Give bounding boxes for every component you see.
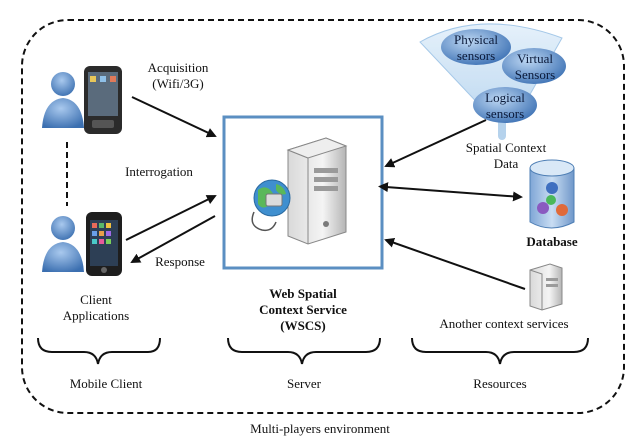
acquisition-label: Acquisition (Wifi/3G) (128, 60, 228, 92)
another-services-label: Another context services (439, 316, 569, 331)
wscs-label: Web Spatial Context Service (WSCS) (234, 286, 372, 334)
physical-sensors-label: Physical sensors (441, 32, 511, 64)
iphone-icon (86, 212, 122, 276)
response-label: Response (155, 254, 205, 269)
logical-line-2: sensors (485, 106, 525, 121)
acquisition-line-1: Acquisition (147, 60, 209, 75)
globe-network-icon (251, 179, 291, 232)
virtual-line-1: Virtual (516, 51, 554, 66)
person-icon (42, 72, 84, 128)
database-icon (529, 159, 575, 229)
interrogation-label: Interrogation (125, 164, 193, 179)
spatial-data-arrow (384, 119, 487, 168)
client-apps-line-2: Applications (62, 308, 130, 323)
spatial-line-2: Data (493, 156, 519, 171)
database-label: Database (526, 234, 578, 249)
wscs-line-2: Context Service (259, 302, 347, 317)
context-service-arrow (384, 237, 526, 290)
logical-sensors-bubble (473, 87, 537, 123)
logical-sensors-label: Logical sensors (470, 90, 540, 122)
client-apps-line-1: Client (80, 292, 112, 307)
acquisition-arrow (131, 96, 217, 138)
server-brace (227, 337, 381, 365)
virtual-line-2: Sensors (514, 67, 556, 82)
server-icon (286, 137, 348, 245)
resources-label: Resources (473, 376, 527, 391)
wscs-line-3: (WSCS) (280, 318, 326, 333)
environment-label: Multi-players environment (250, 421, 390, 436)
environment-boundary (21, 19, 625, 414)
physical-sensors-bubble (441, 29, 511, 65)
logical-line-1: Logical (485, 90, 525, 105)
spatial-line-1: Spatial Context (465, 140, 547, 155)
person-icon (42, 216, 84, 272)
client-applications-label: Client Applications (46, 292, 146, 324)
server-label: Server (287, 376, 321, 391)
virtual-sensors-label: Virtual Sensors (500, 51, 570, 83)
response-arrow (130, 215, 216, 263)
interrogation-arrow (125, 195, 217, 241)
context-server-icon (529, 263, 563, 311)
database-arrow (378, 182, 523, 202)
spatial-context-label: Spatial Context Data (446, 140, 566, 172)
resources-brace (411, 337, 589, 365)
virtual-sensors-bubble (502, 48, 566, 84)
physical-line-2: sensors (456, 48, 496, 63)
mobile-client-label: Mobile Client (69, 376, 143, 391)
mobile-client-brace (37, 337, 161, 365)
acquisition-line-2: (Wifi/3G) (152, 76, 204, 91)
smartphone-icon (84, 66, 122, 134)
wscs-line-1: Web Spatial (269, 286, 337, 301)
physical-line-1: Physical (453, 32, 499, 47)
